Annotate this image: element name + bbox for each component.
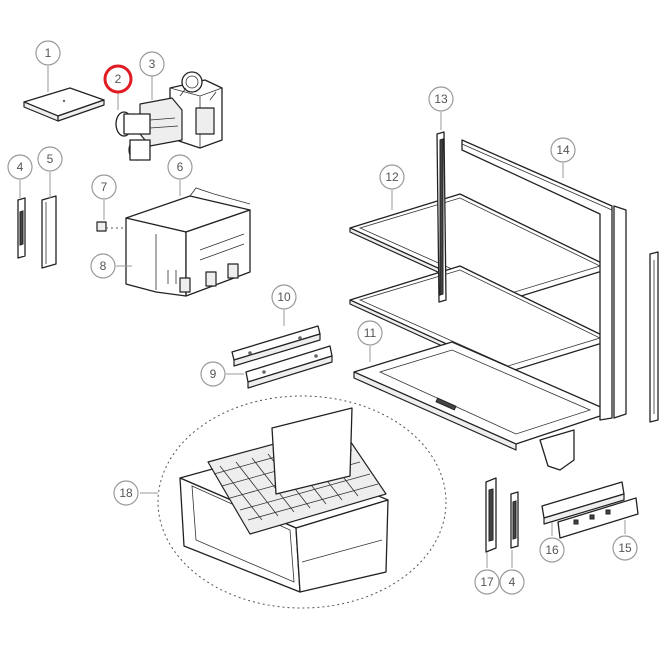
callout-14-label: 14	[556, 143, 570, 157]
callout-10-label: 10	[277, 290, 291, 304]
callout-13: 13	[428, 86, 454, 112]
callout-9: 9	[200, 361, 226, 387]
part-17-rail	[485, 477, 497, 553]
callout-7-label: 7	[101, 180, 108, 194]
part-10-bracket	[231, 325, 321, 367]
part-6-8-housing	[125, 187, 251, 297]
callout-2-highlighted: 2	[103, 64, 133, 94]
callout-4-right-label: 4	[509, 575, 516, 589]
callout-3-label: 3	[149, 57, 156, 71]
part-15-control-panel	[557, 497, 639, 539]
part-right-rail	[649, 251, 659, 423]
callout-14: 14	[550, 137, 576, 163]
callout-15: 15	[612, 535, 638, 561]
callout-8: 8	[90, 253, 116, 279]
callout-1-label: 1	[45, 46, 52, 60]
part-14-back-panel	[461, 139, 627, 421]
callout-7: 7	[91, 174, 117, 200]
callout-18: 18	[113, 480, 139, 506]
part-11-bottom-tray	[353, 341, 613, 471]
part-16-trim	[541, 481, 625, 525]
part-4-bracket-right	[510, 491, 519, 549]
part-5-rail	[41, 195, 57, 269]
callout-4-left-label: 4	[17, 160, 24, 174]
callout-2-label: 2	[115, 72, 122, 86]
callout-4-right: 4	[499, 569, 525, 595]
leader-lines	[19, 66, 626, 568]
detail-ellipse	[157, 395, 447, 609]
callout-4-left: 4	[7, 154, 33, 180]
part-9-bracket	[245, 345, 333, 389]
callout-12-label: 12	[385, 170, 399, 184]
callout-12: 12	[379, 164, 405, 190]
callout-6: 6	[167, 154, 193, 180]
callout-10: 10	[271, 284, 297, 310]
part-3-valve-assembly	[115, 71, 223, 161]
part-4-bracket-left	[17, 197, 26, 259]
callout-6-label: 6	[177, 160, 184, 174]
callout-15-label: 15	[618, 541, 632, 555]
callout-1: 1	[35, 40, 61, 66]
callout-16-label: 16	[545, 543, 559, 557]
callout-16: 16	[539, 537, 565, 563]
callout-9-label: 9	[210, 367, 217, 381]
part-18-crisper-drawer	[179, 407, 389, 593]
part-1-plate	[23, 87, 105, 122]
callout-13-label: 13	[434, 92, 448, 106]
callout-11-label: 11	[364, 326, 377, 340]
callout-11: 11	[357, 320, 383, 346]
callout-18-label: 18	[119, 486, 133, 500]
callout-5-label: 5	[47, 152, 54, 166]
callout-8-label: 8	[100, 259, 107, 273]
callout-3: 3	[139, 51, 165, 77]
callout-5: 5	[37, 146, 63, 172]
part-13-rail	[436, 131, 447, 303]
callout-17-label: 17	[480, 575, 494, 589]
callout-17: 17	[474, 569, 500, 595]
